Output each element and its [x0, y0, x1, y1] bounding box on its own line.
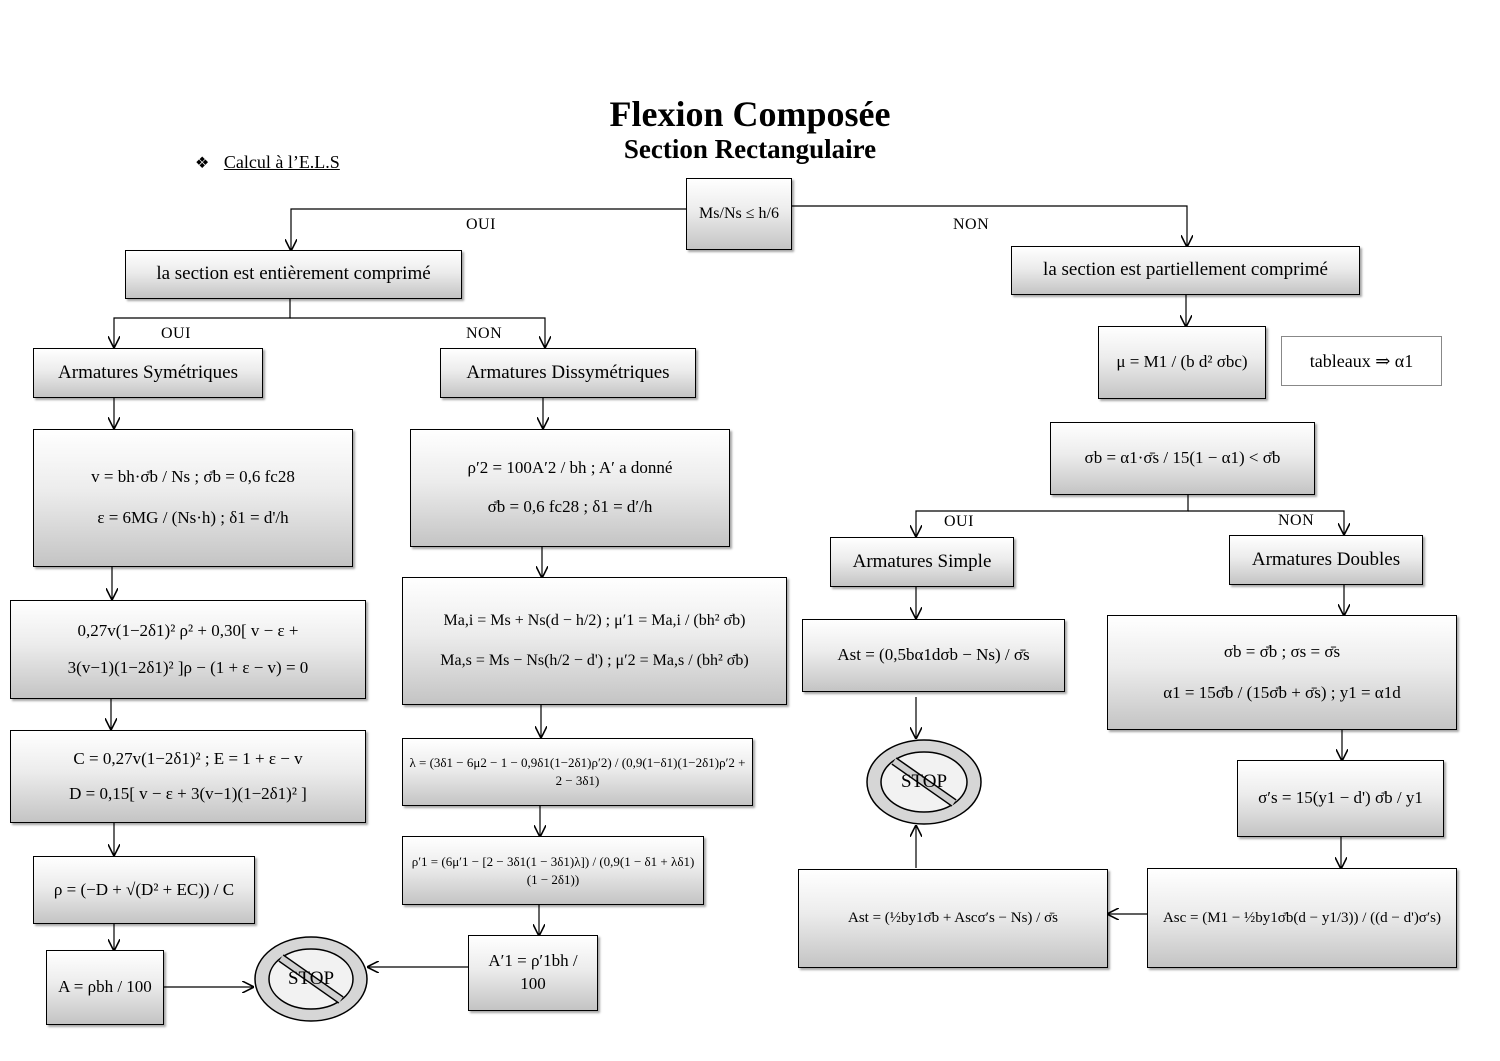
simple-formula-1: Ast = (0,5bα1dσb − Ns) / σ̄s [802, 619, 1065, 692]
formula-line: C = 0,27v(1−2δ1)² ; E = 1 + ε − v [73, 748, 303, 768]
formula-line: Ma,i = Ms + Ns(d − h/2) ; μ′1 = Ma,i / (… [443, 612, 746, 630]
page-title: Flexion Composée [609, 94, 891, 134]
partially-compressed-box: la section est partiellement comprimé [1011, 246, 1360, 295]
formula-line: σb = σ̄b ; σs = σ̄s [1223, 641, 1341, 661]
arrow-entire-dissym [290, 317, 545, 347]
dis-formula-1: ρ′2 = 100A′2 / bh ; A′ a donné σ̄b = 0,6… [410, 429, 730, 547]
doubles-formula-2: σ′s = 15(y1 − d') σ̄b / y1 [1237, 760, 1444, 837]
bullet-icon: ❖ [195, 155, 210, 172]
stop-icon [866, 739, 982, 825]
label-no: NON [1278, 512, 1315, 529]
doubles-formula-1: σb = σ̄b ; σs = σ̄s α1 = 15σ̄b / (15σ̄b … [1107, 615, 1457, 730]
formula-line: α1 = 15σ̄b / (15σ̄b + σ̄s) ; y1 = α1d [1163, 682, 1401, 702]
tableaux-box: tableaux ⇒ α1 [1281, 336, 1442, 386]
dis-formula-3: λ = (3δ1 − 6μ2 − 1 − 0,9δ1(1−2δ1)ρ′2) / … [402, 738, 753, 806]
sym-formula-1: v = bh·σ̄b / Ns ; σ̄b = 0,6 fc28 ε = 6MG… [33, 429, 353, 567]
arrow-condition-yes [291, 208, 686, 250]
dis-formula-4: ρ′1 = (6μ′1 − [2 − 3δ1(1 − 3δ1)λ]) / (0,… [402, 836, 704, 905]
double-reinforcement-box: Armatures Doubles [1229, 535, 1423, 585]
calc-heading: ❖ Calcul à l’E.L.S [195, 152, 340, 173]
mu-formula-box: μ = M1 / (b d² σbc) [1098, 326, 1266, 399]
stop-label: STOP [287, 968, 335, 989]
stop-sign-right: STOP [865, 738, 983, 826]
doubles-formula-3: Asc = (M1 − ½by1σ̄b(d − y1/3)) / ((d − d… [1147, 868, 1457, 968]
doubles-formula-4: Ast = (½by1σ̄b + Ascσ′s − Ns) / σ̄s [798, 869, 1108, 968]
simple-reinforcement-box: Armatures Simple [830, 537, 1014, 587]
symmetric-reinforcement-box: Armatures Symétriques [33, 348, 263, 398]
label-no: NON [953, 216, 990, 233]
sym-formula-3: C = 0,27v(1−2δ1)² ; E = 1 + ε − v D = 0,… [10, 730, 366, 823]
arrow-entire-sym [114, 299, 291, 347]
sym-formula-4: ρ = (−D + √(D² + EC)) / C [33, 856, 255, 924]
calc-label: Calcul à l’E.L.S [223, 152, 340, 172]
label-no: NON [466, 325, 503, 342]
formula-line: ε = 6MG / (Ns·h) ; δ1 = d'/h [97, 508, 289, 527]
formula-line: 3(v−1)(1−2δ1)² ]ρ − (1 + ε − v) = 0 [67, 657, 309, 677]
formula-line: ρ′2 = 100A′2 / bh ; A′ a donné [467, 458, 673, 478]
sigma-b-check-box: σb = α1·σ̄s / 15(1 − α1) < σ̄b [1050, 422, 1315, 495]
arrow-sigma-no [1188, 510, 1344, 534]
sym-formula-5: A = ρbh / 100 [46, 950, 164, 1025]
label-yes: OUI [161, 325, 191, 342]
stop-label: STOP [900, 771, 948, 792]
dis-formula-5: A′1 = ρ′1bh / 100 [468, 935, 598, 1011]
entirely-compressed-box: la section est entièrement comprimé [125, 250, 462, 299]
label-yes: OUI [466, 216, 496, 233]
formula-line: 0,27v(1−2δ1)² ρ² + 0,30[ v − ε + [77, 620, 299, 640]
stop-sign-left: STOP [253, 935, 369, 1023]
arrow-condition-no [792, 205, 1187, 246]
formula-line: v = bh·σ̄b / Ns ; σ̄b = 0,6 fc28 [91, 467, 295, 487]
dis-formula-2: Ma,i = Ms + Ns(d − h/2) ; μ′1 = Ma,i / (… [402, 577, 787, 705]
arrow-sigma-yes [916, 495, 1189, 536]
formula-line: D = 0,15[ v − ε + 3(v−1)(1−2δ1)² ] [69, 783, 307, 803]
formula-line: σ̄b = 0,6 fc28 ; δ1 = d′/h [487, 497, 653, 516]
label-yes: OUI [944, 513, 974, 530]
sym-formula-2: 0,27v(1−2δ1)² ρ² + 0,30[ v − ε + 3(v−1)(… [10, 600, 366, 699]
condition-box: Ms/Ns ≤ h/6 [686, 178, 792, 250]
stop-icon [254, 936, 368, 1022]
page-subtitle: Section Rectangulaire [623, 134, 877, 164]
formula-line: Ma,s = Ms − Ns(h/2 − d') ; μ′2 = Ma,s / … [440, 652, 749, 669]
dissymmetric-reinforcement-box: Armatures Dissymétriques [440, 348, 696, 398]
